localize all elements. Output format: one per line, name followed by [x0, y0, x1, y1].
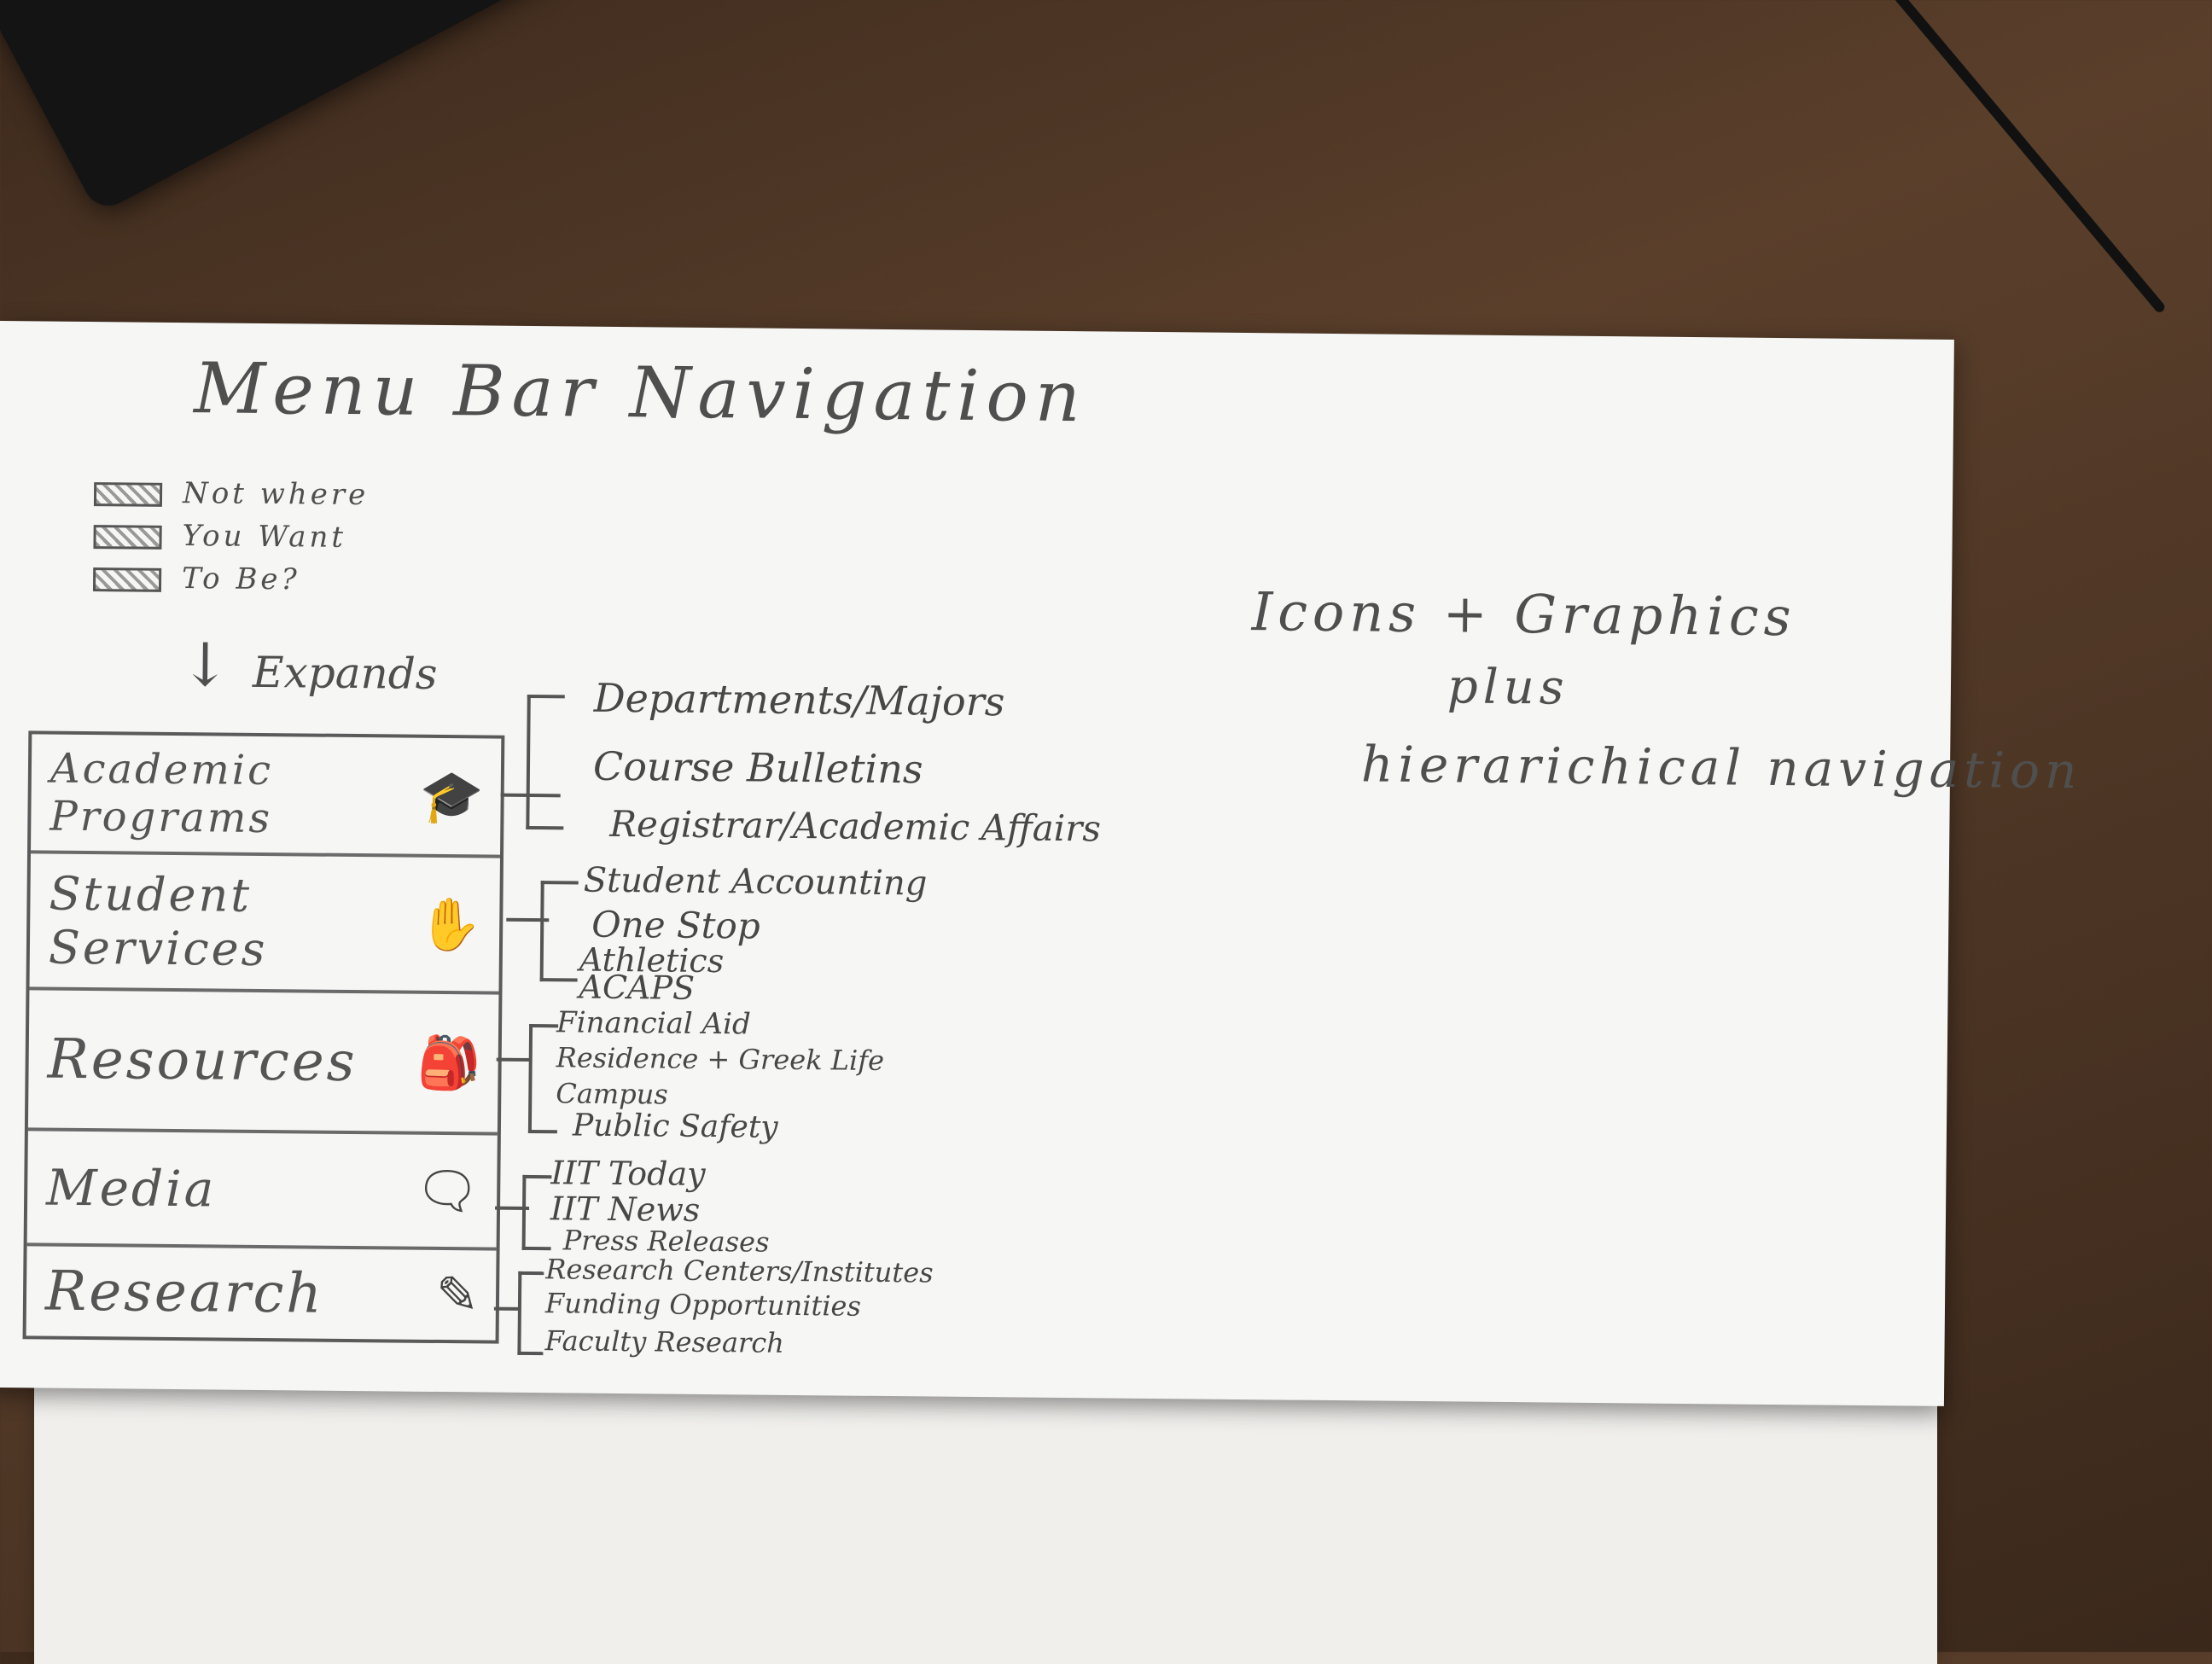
hand-icon: ✋ — [418, 894, 483, 955]
subitem-residence-greek-life[interactable]: Residence + Greek Life — [556, 1041, 885, 1077]
paper-underneath — [34, 1374, 1937, 1664]
menu-item-academic-programs[interactable]: Academic Programs 🎓 — [31, 734, 502, 858]
subitem-research-centers[interactable]: Research Centers/Institutes — [545, 1253, 934, 1289]
legend-line-2: You Want — [93, 518, 346, 555]
menu-item-research[interactable]: Research ✎ — [26, 1246, 497, 1340]
notepad-pencil-icon: ✎ — [435, 1265, 480, 1325]
hatched-box-icon — [93, 525, 162, 550]
brace — [521, 1174, 552, 1251]
menu-item-label: Academic Programs — [49, 744, 274, 843]
subitem-financial-aid[interactable]: Financial Aid — [556, 1005, 751, 1042]
menu-item-label: Student Services — [48, 866, 268, 977]
subitem-funding-opportunities[interactable]: Funding Opportunities — [544, 1287, 862, 1323]
note-icons-graphics: Icons + Graphics — [1251, 580, 1796, 649]
menu-item-media[interactable]: Media 🗨 — [26, 1131, 498, 1251]
menu-item-resources[interactable]: Resources 🎒 — [27, 990, 499, 1136]
brace — [539, 881, 579, 982]
subitem-acaps[interactable]: ACAPS — [579, 968, 696, 1007]
note-plus: plus — [1447, 659, 1569, 716]
backpack-icon: 🎒 — [416, 1033, 482, 1094]
brace — [517, 1271, 544, 1356]
sketch-title: Menu Bar Navigation — [193, 348, 1088, 439]
brace — [526, 694, 565, 830]
legend-line-1: Not where — [93, 475, 369, 512]
expands-note: Expands — [252, 647, 438, 699]
hatched-box-icon — [93, 482, 163, 507]
menu-item-label: Media — [45, 1158, 217, 1218]
subitem-iit-news[interactable]: IIT News — [550, 1190, 701, 1229]
speech-bubble-icon: 🗨 — [414, 1161, 480, 1222]
subitem-one-stop[interactable]: One Stop — [591, 903, 760, 947]
connector-line — [496, 1057, 531, 1062]
legend-line-3: To Be? — [92, 561, 300, 596]
graduation-cap-icon: 🎓 — [419, 766, 485, 827]
subitem-course-bulletins[interactable]: Course Bulletins — [592, 742, 923, 793]
sketch-sheet: Menu Bar Navigation Not where You Want T… — [0, 321, 2082, 1406]
subitem-departments-majors[interactable]: Departments/Majors — [593, 674, 1005, 725]
menu-bar: Academic Programs 🎓 Student Services ✋ R… — [22, 730, 505, 1344]
down-arrow-icon: ↓ — [179, 630, 231, 701]
subitem-student-accounting[interactable]: Student Accounting — [583, 860, 928, 904]
subitem-iit-today[interactable]: IIT Today — [550, 1154, 706, 1193]
subitem-faculty-research[interactable]: Faculty Research — [544, 1324, 785, 1359]
menu-item-label: Research — [44, 1260, 325, 1326]
menu-item-label: Resources — [47, 1027, 358, 1094]
note-hierarchical: hierarichical navigation — [1360, 735, 2082, 800]
menu-item-student-services[interactable]: Student Services ✋ — [29, 853, 500, 995]
subitem-campus[interactable]: Campus — [556, 1077, 668, 1111]
brace — [527, 1023, 559, 1134]
laptop-corner — [0, 0, 566, 215]
hatched-box-icon — [92, 567, 162, 592]
connector-line — [493, 1306, 520, 1311]
cable — [1873, 0, 2167, 315]
subitem-registrar[interactable]: Registrar/Academic Affairs — [609, 802, 1102, 850]
subitem-public-safety[interactable]: Public Safety — [572, 1108, 778, 1145]
